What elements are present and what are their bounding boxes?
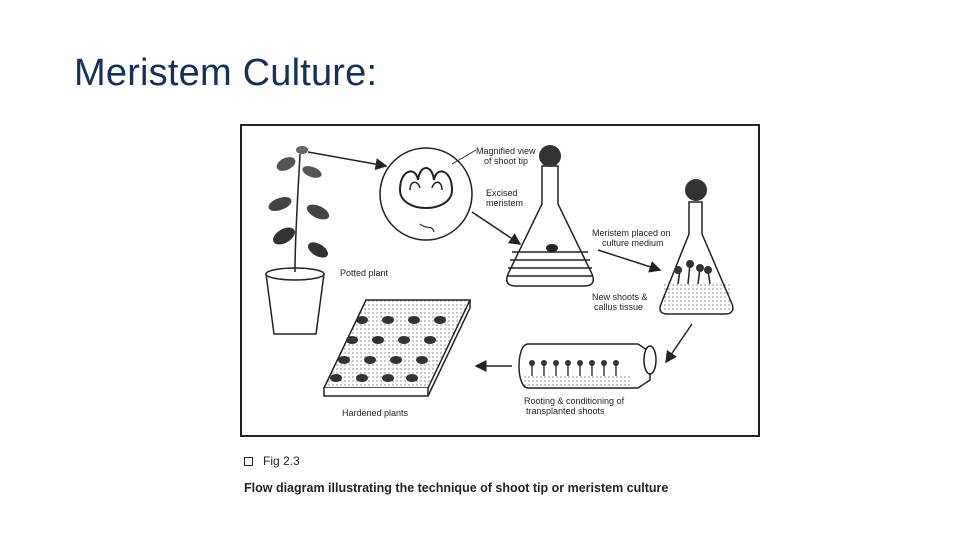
meristem-flow-diagram: Potted plant Magnified view of shoot tip…	[240, 124, 760, 437]
culture-flask-1	[505, 145, 595, 287]
label-hardened-plants: Hardened plants	[342, 408, 409, 418]
arrow-to-flask	[471, 211, 522, 245]
slide-title: Meristem Culture:	[74, 52, 378, 94]
label-magnified-view-1: Magnified view	[476, 146, 536, 156]
culture-flask-2	[659, 179, 734, 315]
figure-frame	[240, 124, 760, 437]
square-bullet-icon	[244, 456, 253, 466]
arrow-to-tube	[665, 323, 693, 364]
rooting-tube	[518, 343, 657, 389]
magnified-shoot-tip	[379, 147, 473, 241]
figure-number-text: Fig 2.3	[263, 454, 300, 468]
label-magnified-view-2: of shoot tip	[484, 156, 528, 166]
figure-number: Fig 2.3	[244, 454, 300, 468]
arrow-to-flask-2	[597, 249, 662, 273]
arrow-to-magnified	[307, 151, 388, 171]
label-new-shoots-1: New shoots &	[592, 292, 648, 302]
pointer-magnified	[451, 149, 477, 165]
label-meristem-placed-1: Meristem placed on	[592, 228, 671, 238]
potted-plant	[265, 146, 330, 335]
figure-caption: Flow diagram illustrating the technique …	[244, 481, 669, 495]
label-excised-2: meristem	[486, 198, 523, 208]
label-rooting-1: Rooting & conditioning of	[524, 396, 625, 406]
label-rooting-2: transplanted shoots	[526, 406, 605, 416]
label-excised-1: Excised	[486, 188, 518, 198]
label-new-shoots-2: callus tissue	[594, 302, 643, 312]
label-meristem-placed-2: culture medium	[602, 238, 664, 248]
label-potted-plant: Potted plant	[340, 268, 389, 278]
hardened-plants-tray	[322, 299, 472, 397]
